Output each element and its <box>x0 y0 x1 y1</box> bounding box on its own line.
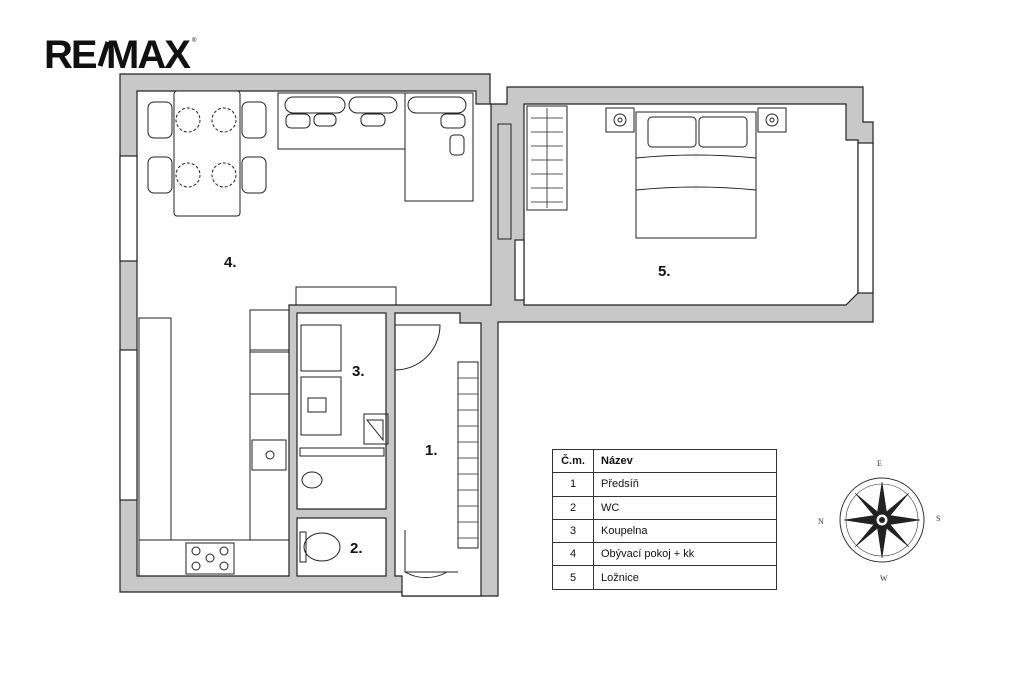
legend-header-name: Název <box>593 448 777 474</box>
furniture <box>138 90 787 579</box>
legend-cell-number: 3 <box>552 518 594 544</box>
legend-cell-number: 1 <box>552 472 594 497</box>
remax-logo: RE MAX ® <box>44 33 197 74</box>
compass-east: E <box>877 459 882 468</box>
legend-row: 2 WC <box>552 495 777 520</box>
dining-table <box>173 90 241 217</box>
legend-row: 1 Předsíň <box>552 472 777 497</box>
room-label-5: 5. <box>658 263 671 280</box>
legend-cell-name: WC <box>593 495 777 520</box>
legend-header-number: Č.m. <box>552 448 594 474</box>
compass-south: S <box>936 514 940 523</box>
legend-cell-number: 2 <box>552 495 594 520</box>
legend-cell-number: 4 <box>552 542 594 567</box>
legend-header-row: Č.m. Název <box>552 448 777 474</box>
legend-row: 5 Ložnice <box>552 565 777 590</box>
compass-west: W <box>880 574 888 583</box>
legend-cell-name: Předsíň <box>593 472 777 497</box>
legend-row: 4 Obývací pokoj + kk <box>552 542 777 567</box>
legend-cell-name: Obývací pokoj + kk <box>593 542 777 567</box>
room-label-2: 2. <box>350 540 363 557</box>
legend-row: 3 Koupelna <box>552 518 777 544</box>
room-label-4: 4. <box>224 254 237 271</box>
legend-cell-name: Ložnice <box>593 565 777 590</box>
room-legend-table: Č.m. Název 1 Předsíň 2 WC 3 Koupelna 4 O… <box>552 448 777 590</box>
toilet <box>303 532 341 562</box>
svg-text:®: ® <box>192 37 197 44</box>
room-label-3: 3. <box>352 363 365 380</box>
compass-rose <box>839 477 925 563</box>
room-label-1: 1. <box>425 442 438 459</box>
compass-north: N <box>818 517 824 526</box>
svg-text:MAX: MAX <box>106 33 191 74</box>
svg-text:RE: RE <box>44 33 97 74</box>
legend-cell-number: 5 <box>552 565 594 590</box>
stove <box>185 542 235 575</box>
legend-cell-name: Koupelna <box>593 518 777 544</box>
